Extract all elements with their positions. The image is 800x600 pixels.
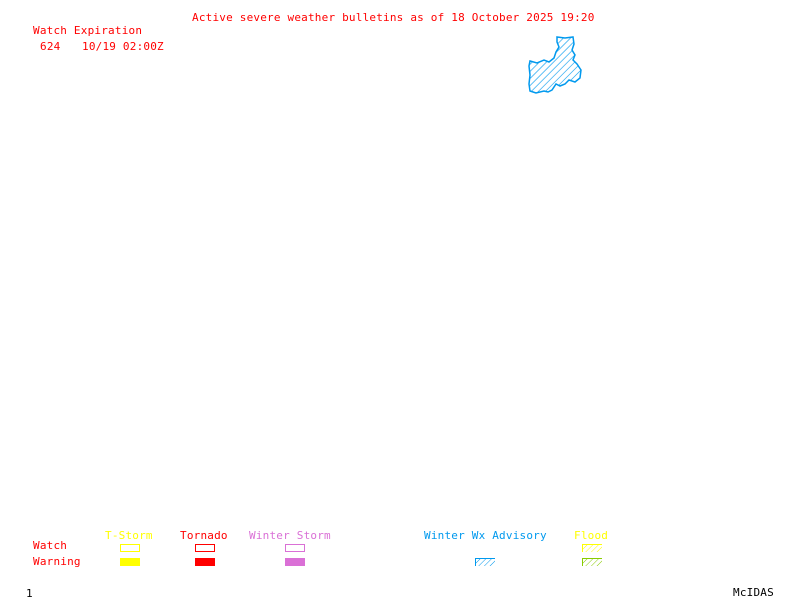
mcidas-label: McIDAS	[733, 586, 774, 599]
frame-number: 1	[26, 587, 33, 600]
bulletin-title: Active severe weather bulletins as of 18…	[192, 11, 595, 24]
legend-label-winter-storm: Winter Storm	[249, 529, 331, 542]
watch-expiration-time: 10/19 02:00Z	[82, 40, 164, 53]
watch-number: 624	[40, 40, 61, 53]
legend-flood-warning-swatch	[582, 558, 602, 566]
legend-winter-storm-warning-swatch	[285, 558, 305, 566]
legend-tstorm-watch-swatch	[120, 544, 140, 552]
watch-expiration-heading: Watch Expiration	[33, 24, 143, 37]
legend-row-watch: Watch	[33, 539, 68, 552]
legend-winter-wx-advisory-warning-swatch	[475, 558, 495, 566]
legend-label-flood: Flood	[574, 529, 609, 542]
legend-label-tornado: Tornado	[180, 529, 228, 542]
legend-flood-watch-swatch	[582, 544, 602, 552]
legend-label-winter-wx-advisory: Winter Wx Advisory	[424, 529, 547, 542]
legend-tstorm-warning-swatch	[120, 558, 140, 566]
legend-winter-storm-watch-swatch	[285, 544, 305, 552]
legend-tornado-watch-swatch	[195, 544, 215, 552]
legend-row-warning: Warning	[33, 555, 81, 568]
winter-wx-advisory-polygon[interactable]	[528, 36, 582, 94]
legend-label-tstorm: T-Storm	[105, 529, 153, 542]
legend-tornado-warning-swatch	[195, 558, 215, 566]
